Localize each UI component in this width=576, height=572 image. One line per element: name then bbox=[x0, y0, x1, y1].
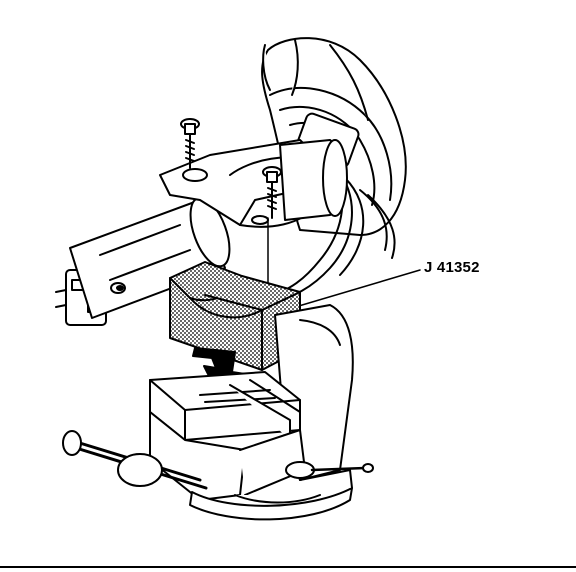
upper-column-tube bbox=[279, 139, 348, 221]
screw-right bbox=[262, 166, 282, 219]
bottom-divider bbox=[0, 566, 576, 568]
bench-vise bbox=[62, 304, 374, 521]
tool-callout-label: J 41352 bbox=[424, 259, 480, 276]
steering-column-shaft bbox=[69, 196, 231, 319]
callout-leader-line bbox=[291, 269, 421, 309]
screw-left bbox=[180, 118, 200, 169]
